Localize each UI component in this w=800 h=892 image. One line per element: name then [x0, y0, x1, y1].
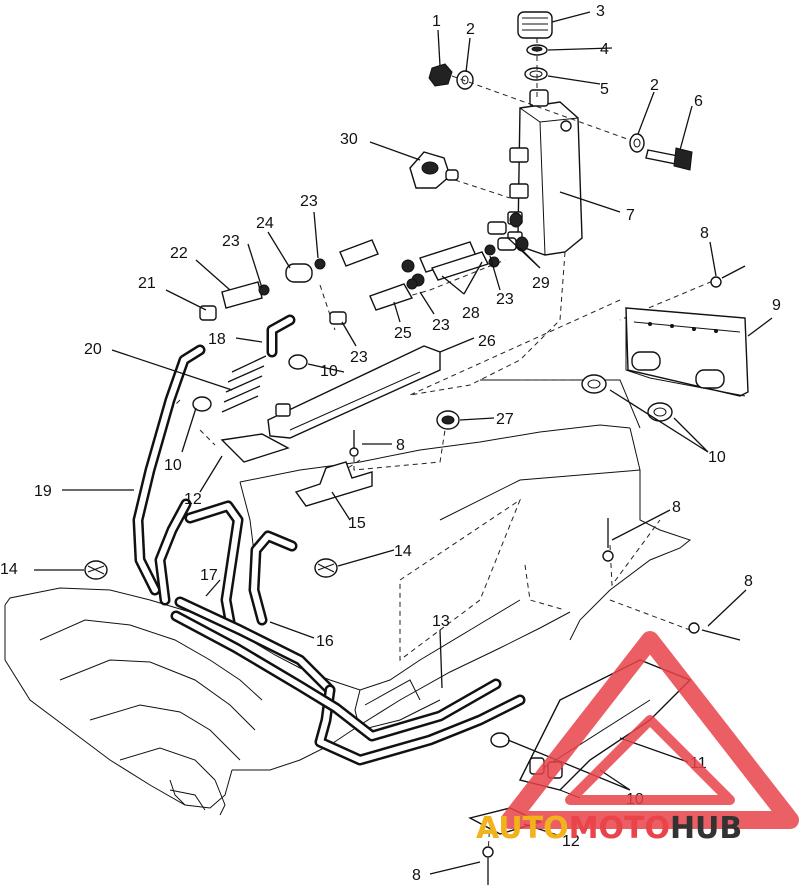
callout-28: 28 [462, 305, 480, 322]
hose-17[interactable] [184, 500, 244, 628]
callout-2: 2 [650, 77, 659, 94]
callout-23: 23 [222, 233, 240, 250]
watermark-triangle-inner [565, 715, 735, 805]
long-hose-lower[interactable] [170, 596, 526, 766]
callout-24: 24 [256, 215, 274, 232]
callout-7: 7 [626, 207, 635, 224]
clamp-14-left[interactable] [84, 560, 108, 580]
callout-10: 10 [320, 363, 338, 380]
callout-4: 4 [600, 41, 609, 58]
tube-25[interactable] [329, 278, 418, 325]
callout-23: 23 [350, 349, 368, 366]
hose-20[interactable] [132, 344, 206, 596]
spring-hose[interactable] [221, 314, 296, 413]
callout-10: 10 [708, 449, 726, 466]
washer[interactable] [629, 133, 645, 153]
strap-bracket[interactable] [294, 461, 373, 507]
filler-cap[interactable] [517, 11, 553, 39]
coolant-tank[interactable] [507, 89, 583, 256]
callout-25: 25 [394, 325, 412, 342]
support-bracket[interactable] [625, 307, 749, 397]
grommet[interactable] [436, 410, 460, 430]
callout-20: 20 [84, 341, 102, 358]
washer[interactable] [456, 70, 474, 90]
callout-23: 23 [300, 193, 318, 210]
tube-24[interactable] [285, 239, 379, 283]
nut[interactable] [428, 63, 453, 87]
callout-21: 21 [138, 275, 156, 292]
callout-1: 1 [432, 13, 441, 30]
callout-14: 14 [0, 561, 18, 578]
callout-12: 12 [562, 833, 580, 850]
watermark-text: AUTOMOTOHUB [476, 811, 742, 846]
callout-18: 18 [208, 331, 226, 348]
tube-upper[interactable] [401, 241, 500, 287]
bolt[interactable] [645, 147, 693, 171]
callout-19: 19 [34, 483, 52, 500]
callout-8: 8 [396, 437, 405, 454]
callout-8: 8 [672, 499, 681, 516]
callout-8: 8 [700, 225, 709, 242]
callout-10: 10 [164, 457, 182, 474]
callout-9: 9 [772, 297, 781, 314]
callout-6: 6 [694, 93, 703, 110]
watermark-hub: HUB [670, 811, 742, 846]
callout-3: 3 [596, 3, 605, 20]
rivets[interactable] [349, 265, 746, 885]
svg-text:AUTOMOTOHUB: AUTOMOTOHUB [476, 811, 742, 846]
leader-lines [34, 11, 773, 875]
watermark-triangle-outer [501, 631, 799, 829]
callout-16: 16 [316, 633, 334, 650]
clamp-14-right[interactable] [314, 558, 338, 578]
callout-2: 2 [466, 21, 475, 38]
cap-ring[interactable] [524, 67, 548, 81]
callout-26: 26 [478, 333, 496, 350]
callout-22: 22 [170, 245, 188, 262]
watermark-logo [501, 631, 799, 829]
callout-14: 14 [394, 543, 412, 560]
callout-8: 8 [744, 573, 753, 590]
callout-30: 30 [340, 131, 358, 148]
tube-22[interactable] [199, 281, 270, 321]
watermark-moto: MOTO [569, 811, 670, 846]
callout-17: 17 [200, 567, 218, 584]
mounting-bracket[interactable] [267, 345, 441, 439]
callout-29: 29 [532, 275, 550, 292]
callout-23: 23 [432, 317, 450, 334]
callout-13: 13 [432, 613, 450, 630]
small-bracket[interactable] [220, 433, 290, 463]
hose-fitting[interactable] [409, 151, 459, 189]
callout-23: 23 [496, 291, 514, 308]
hose-16[interactable] [248, 530, 298, 626]
callout-15: 15 [348, 515, 366, 532]
callout-27: 27 [496, 411, 514, 428]
hose-19[interactable] [154, 498, 192, 606]
callout-5: 5 [600, 81, 609, 98]
watermark-auto: AUTO [476, 811, 569, 846]
callout-12: 12 [184, 491, 202, 508]
callout-8: 8 [412, 867, 421, 884]
